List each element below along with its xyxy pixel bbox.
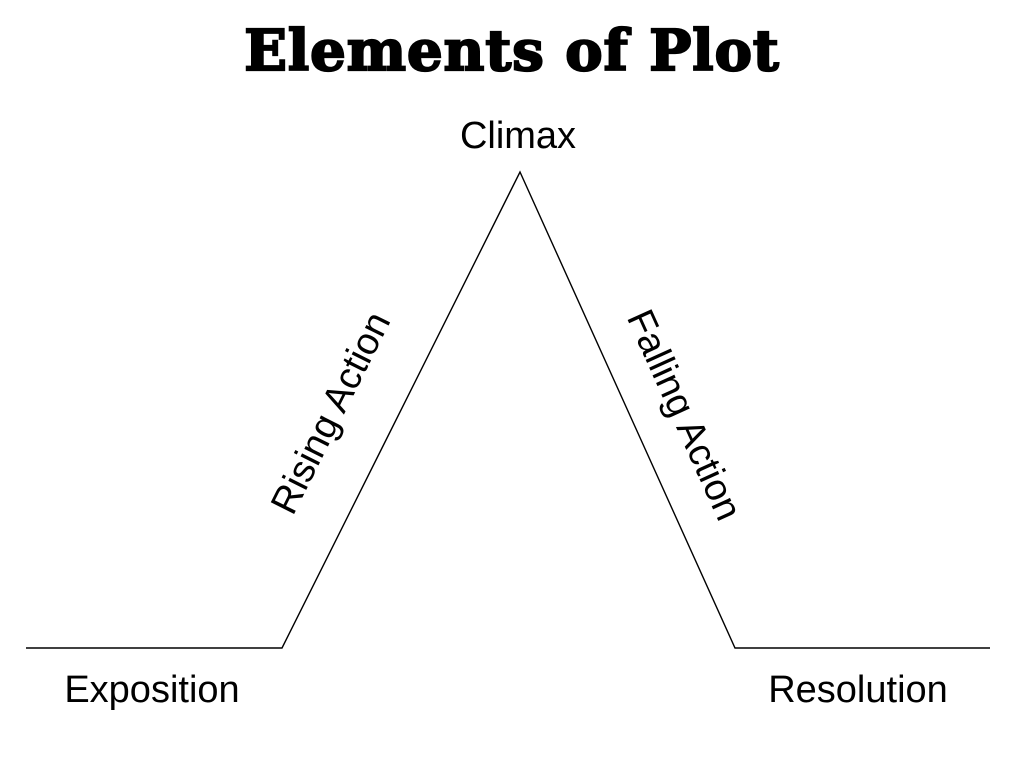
resolution-label: Resolution	[768, 669, 948, 711]
rising-action-label: Rising Action	[263, 306, 399, 521]
page-title: Elements of Plot	[243, 17, 780, 85]
falling-action-label: Falling Action	[618, 304, 749, 527]
climax-label: Climax	[460, 115, 576, 157]
exposition-label: Exposition	[64, 669, 239, 711]
plot-line	[26, 170, 990, 649]
